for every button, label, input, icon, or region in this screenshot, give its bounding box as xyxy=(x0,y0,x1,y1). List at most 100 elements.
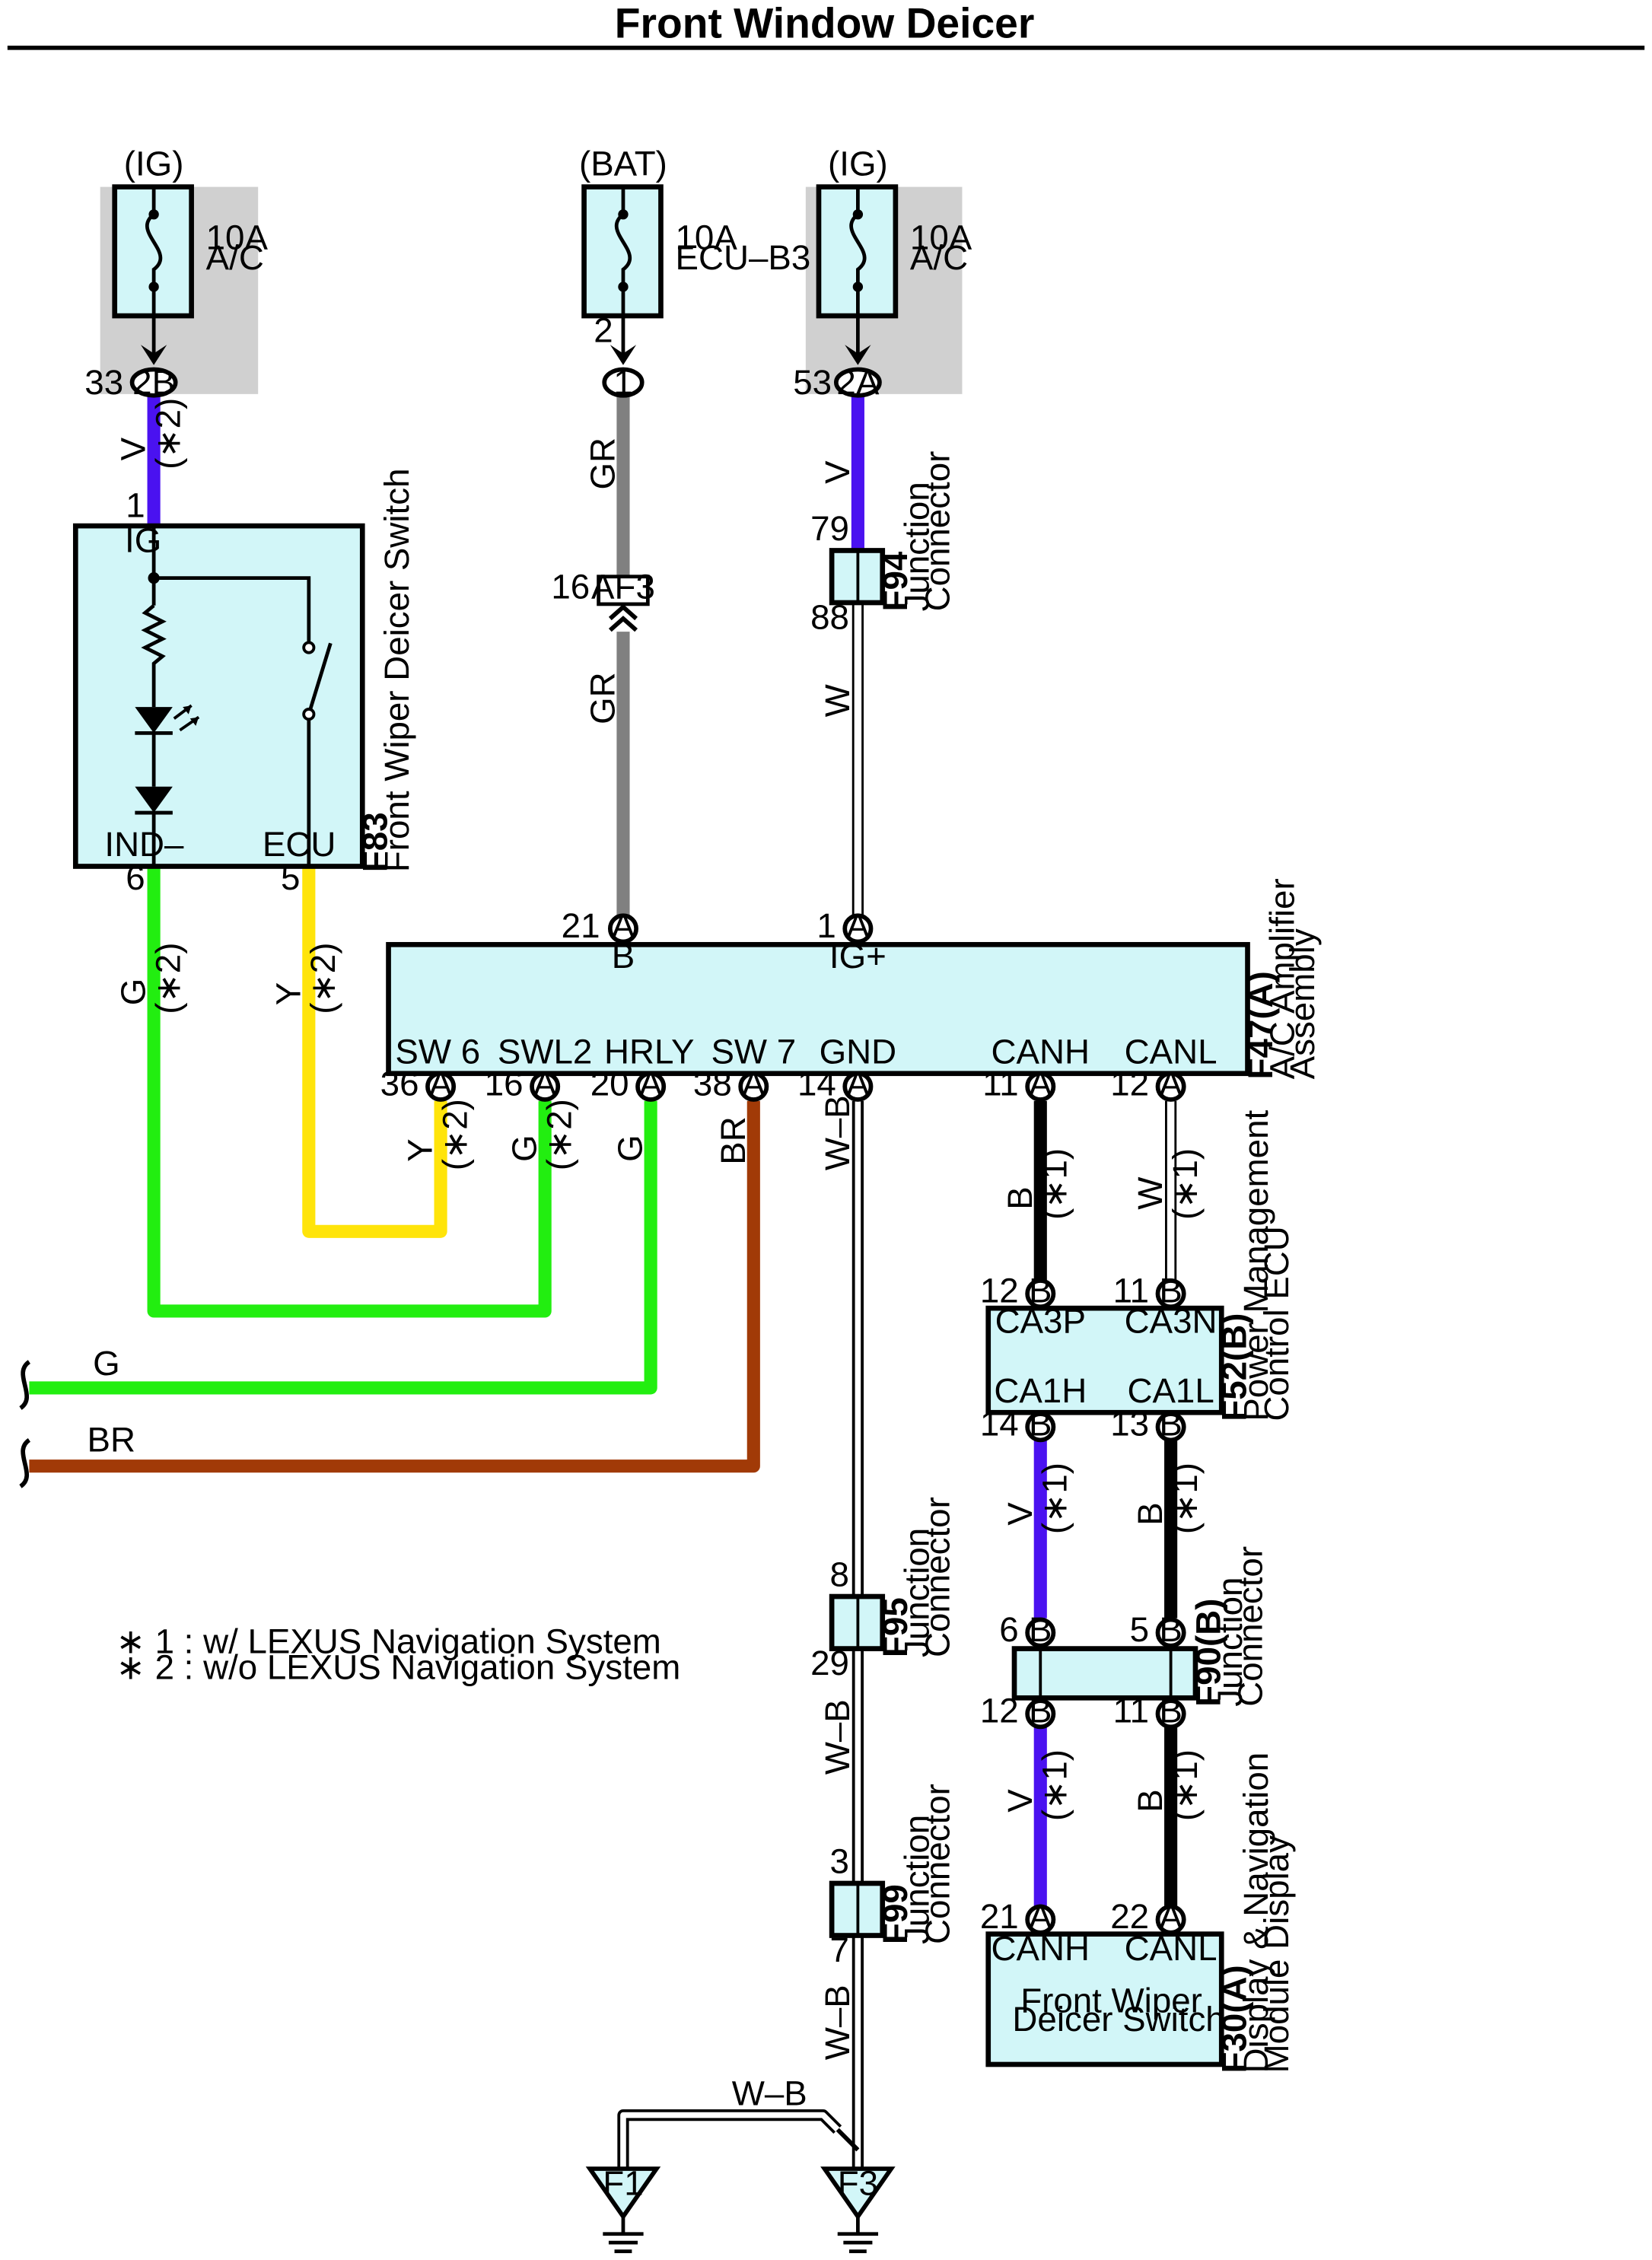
f47-pin-hrly xyxy=(635,1071,667,1102)
wire-label-w-right: W xyxy=(818,684,857,717)
f47-amplifier-box xyxy=(386,941,1250,1077)
f30-code: F30(A) xyxy=(1215,1965,1254,2073)
wire-y-ecu xyxy=(302,866,447,1238)
fuse-bat-rating: 10A xyxy=(676,218,738,256)
wire-wb-join xyxy=(836,2128,860,2152)
f52-pin-ca1l xyxy=(1155,1412,1186,1443)
conn-1-pin xyxy=(602,367,645,398)
f90-pin-6 xyxy=(1025,1617,1056,1648)
fuse-bat-label: (BAT) xyxy=(579,144,667,183)
f47-code: F47(A) xyxy=(1241,971,1280,1079)
f52-pin-ca3n-number: 11 xyxy=(1113,1272,1149,1310)
f47-pin-hrly-label: HRLY xyxy=(604,1032,694,1071)
conn-2a-pin-number: 53 xyxy=(793,363,832,402)
af3-chevron-lower xyxy=(608,616,638,632)
wire-label-v-top: V xyxy=(114,437,153,460)
f47-pin-gnd xyxy=(842,1071,874,1102)
f47-pin-ig xyxy=(842,913,874,944)
ground-f3-label: F3 xyxy=(838,2163,878,2202)
wire-label-g-hrly: G xyxy=(611,1135,650,1162)
f30-pin-canl xyxy=(1155,1904,1186,1935)
af3-pin: 16 xyxy=(551,567,590,606)
f52-pin-ca3p-letter: B xyxy=(1029,1272,1052,1310)
f99-code: F99 xyxy=(876,1884,915,1944)
wire-label-g-swl2: G xyxy=(505,1135,544,1162)
fuse-ig-left-name: A/C xyxy=(206,238,264,277)
f95-pin-out: 29 xyxy=(810,1644,849,1682)
f83-ig-label: IG xyxy=(125,520,161,559)
f47-pin-canl-number: 12 xyxy=(1110,1064,1149,1103)
f90-pin-6-number: 6 xyxy=(999,1610,1018,1649)
f30-line2: Module Display xyxy=(1257,1835,1296,2073)
wire-label-wb-mid: W–B xyxy=(818,1699,857,1775)
f47-pin-swl2-letter: A xyxy=(533,1064,557,1103)
f90-pin-5-number: 5 xyxy=(1130,1610,1149,1649)
wire-g-ind xyxy=(147,866,552,1318)
f52-pin-ca1l-letter: B xyxy=(1159,1405,1182,1444)
conn-2b-pin-number: 33 xyxy=(84,363,123,402)
f47-pin-b-letter: A xyxy=(612,906,635,945)
f94-line2: Connector xyxy=(918,451,957,612)
wire-note-y-ecu: (∗2) xyxy=(304,943,342,1014)
f30-line1: Display & Navigation xyxy=(1237,1752,1275,2074)
ground-f1-icon xyxy=(585,2166,661,2253)
f47-pin-sw7-label: SW 7 xyxy=(711,1032,796,1071)
f47-pin-gnd-letter: A xyxy=(846,1064,870,1103)
f47-pin-b xyxy=(607,913,638,944)
wire-note-b-low: (∗1) xyxy=(1166,1749,1205,1821)
conn-2b-label: 2B xyxy=(132,363,175,402)
f30-inner-line1: Front Wiper xyxy=(1020,1981,1202,2020)
wire-note-w-canl: (∗1) xyxy=(1166,1148,1205,1220)
f99-pin-out: 7 xyxy=(830,1931,849,1969)
wire-label-v-low: V xyxy=(1001,1789,1039,1813)
f47-pin-ig-number: 1 xyxy=(816,906,836,945)
break-mark-g xyxy=(19,1360,31,1410)
conn-2b-pin xyxy=(129,367,178,398)
note-1: ∗ 1 : w/ LEXUS Navigation System xyxy=(116,1622,661,1660)
fuse-ig-left-label: (IG) xyxy=(124,144,184,183)
f90-pin-12 xyxy=(1025,1698,1056,1730)
wire-note-v-low: (∗1) xyxy=(1036,1749,1074,1821)
f47-pin-ig-label: IG+ xyxy=(829,937,886,976)
f83-internal-circuit xyxy=(135,526,333,867)
conn-2a-label: 2A xyxy=(836,363,879,402)
f94-line1: Junction xyxy=(898,482,937,611)
f52-line2: Control ECU xyxy=(1257,1226,1296,1421)
f30-display-box xyxy=(985,1931,1224,2067)
wire-label-wb-low: W–B xyxy=(818,1985,857,2060)
wire-label-gr-top: GR xyxy=(584,438,622,490)
conn-2a-pin xyxy=(833,367,882,398)
f95-line1: Junction xyxy=(898,1528,937,1657)
f99-pin-in: 3 xyxy=(830,1842,849,1881)
f90-pin-5 xyxy=(1155,1617,1186,1648)
f47-pin-sw7 xyxy=(738,1071,769,1102)
ground-f3-icon xyxy=(820,2166,896,2253)
f47-pin-swl2 xyxy=(530,1071,561,1102)
f83-pin-ind: 6 xyxy=(126,858,145,897)
ground-f1-label: F1 xyxy=(603,2163,643,2202)
f52-ca1h-label: CA1H xyxy=(994,1371,1087,1410)
f52-pin-ca1h-letter: B xyxy=(1029,1405,1052,1444)
f90-pin-11-number: 11 xyxy=(1113,1692,1149,1730)
f47-pin-sw6-number: 36 xyxy=(380,1064,419,1103)
af3-label: AF3 xyxy=(591,567,655,606)
f30-pin-canh xyxy=(1025,1904,1056,1935)
f94-code: F94 xyxy=(876,551,915,611)
af3-chevron-upper xyxy=(608,603,638,621)
wire-label-wb-gnd: W–B xyxy=(818,1095,857,1170)
f47-pin-gnd-label: GND xyxy=(820,1032,897,1071)
break-mark-br xyxy=(19,1438,31,1488)
wire-label-v-right: V xyxy=(818,460,857,484)
f47-pin-ig-letter: A xyxy=(846,906,870,945)
f83-ind-label: IND– xyxy=(104,825,184,864)
wire-label-y-ecu: Y xyxy=(269,982,307,1005)
wire-note-v-mid: (∗1) xyxy=(1036,1463,1074,1534)
conn-1-label: 1 xyxy=(613,363,632,402)
f47-pin-canh-letter: A xyxy=(1029,1064,1052,1103)
f94-pin-in: 79 xyxy=(810,509,849,548)
f47-pin-sw7-number: 38 xyxy=(693,1064,732,1103)
f47-pin-canl xyxy=(1155,1071,1186,1102)
f47-pin-canl-label: CANL xyxy=(1125,1032,1218,1071)
f95-code: F95 xyxy=(876,1597,915,1657)
